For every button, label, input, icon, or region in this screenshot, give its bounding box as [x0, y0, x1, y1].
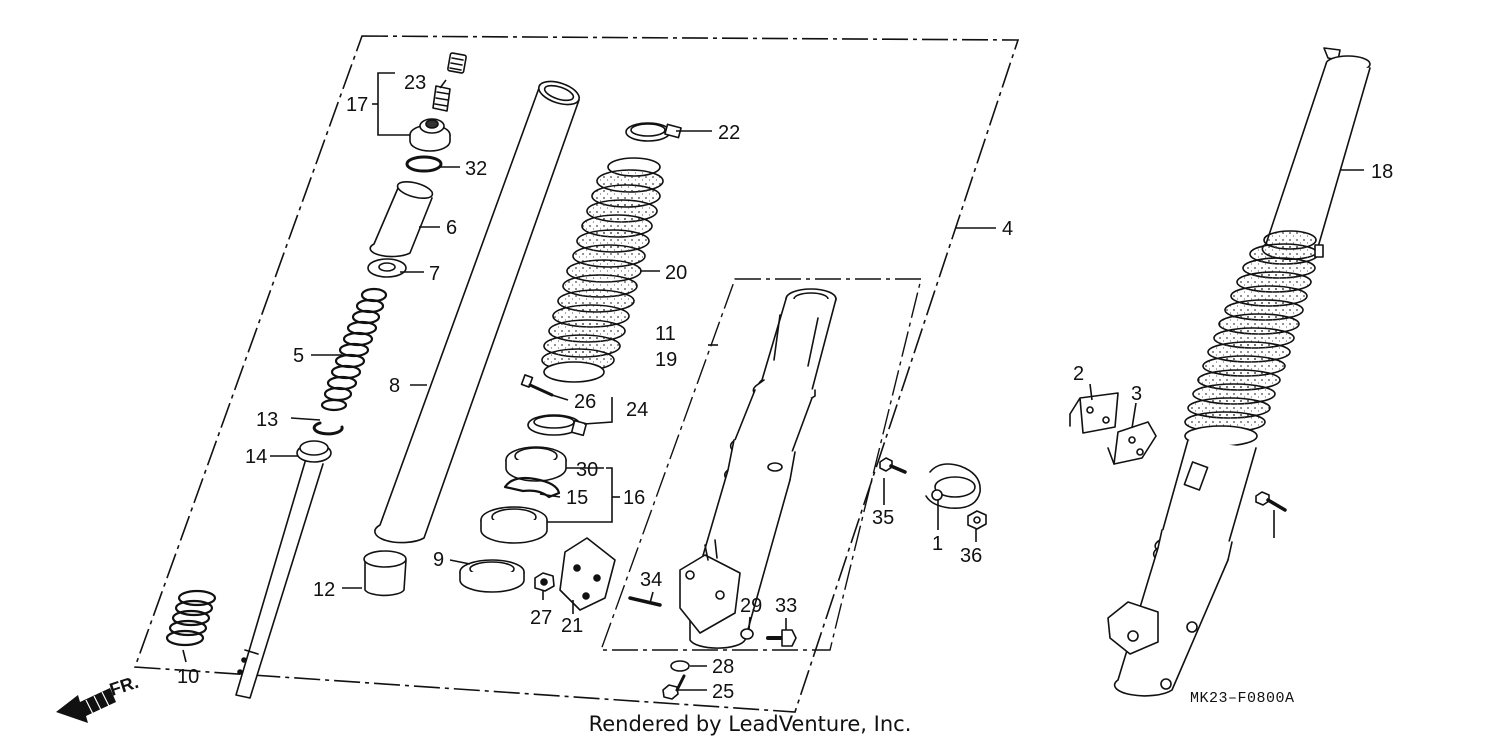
callout-1: 1 [932, 533, 943, 555]
part-13-piston-ring [312, 421, 344, 436]
part-17-oil-seal [480, 506, 548, 544]
part-24-bolt [432, 52, 467, 112]
part-6-spacer [369, 180, 434, 258]
callout-32: 33 [775, 595, 797, 617]
part-1-clamp [925, 463, 981, 509]
callout-33: 34 [640, 569, 662, 591]
part-code-label: MK23–F0800A [1190, 690, 1295, 707]
callout-26: 26 [574, 391, 596, 413]
callout-30: 30 [576, 459, 598, 481]
callout-21: 22 [718, 122, 740, 144]
callout-8: 8 [389, 375, 400, 397]
part-3-bracket [1107, 421, 1157, 465]
part-30-dust-seal [505, 446, 567, 482]
part-33-stud [628, 596, 662, 607]
part-28-washer [670, 660, 690, 672]
callout-28: 28 [712, 656, 734, 678]
part-15-stopper-ring [503, 476, 561, 499]
callout-34: 35 [872, 507, 894, 529]
callout-7: 7 [429, 263, 440, 285]
front-direction-label: FR. [107, 672, 141, 700]
part-5-fork-spring [320, 287, 388, 412]
part-10-rebound-spring [165, 589, 217, 647]
part-7-washer [367, 258, 407, 278]
part-21-boot-clamp [625, 122, 682, 142]
slider-subframe [600, 278, 922, 651]
part-20-fork-boot [541, 157, 664, 383]
callout-15: 15 [566, 487, 588, 509]
callout-5: 5 [293, 345, 304, 367]
callout-3: 3 [1131, 383, 1142, 405]
callout-24: 23 [404, 72, 426, 94]
callout-13: 13 [256, 409, 278, 431]
part-18-fork-assembly [1107, 47, 1371, 697]
callout-numbers: 23 17 32 6 7 5 8 13 14 9 12 10 22 20 26 … [177, 72, 1393, 703]
callout-20: 20 [665, 262, 687, 284]
part-16-fork-cap [409, 118, 451, 152]
callout-11: 11 [655, 323, 676, 345]
callout-4: 4 [1002, 218, 1013, 240]
callout-12: 12 [313, 579, 335, 601]
part-2-bracket [1069, 392, 1119, 434]
callout-25: 25 [712, 681, 734, 703]
callout-18: 18 [1371, 161, 1393, 183]
part-25-drain-bolt [662, 674, 686, 700]
callout-23: 21 [561, 615, 583, 637]
leader-lines [182, 72, 1364, 691]
assembly-frame [133, 35, 1020, 713]
part-12-bushing [363, 550, 407, 597]
callout-16: 17 [346, 94, 368, 116]
part-11-19-fork-slider [679, 288, 837, 649]
part-35-nut [967, 510, 987, 530]
callout-31: 32 [465, 158, 487, 180]
callout-19: 19 [655, 349, 677, 371]
callout-10: 10 [177, 666, 199, 688]
callout-14: 14 [245, 446, 267, 468]
callout-35: 36 [960, 545, 982, 567]
callout-17: 16 [623, 487, 645, 509]
callout-6: 6 [446, 217, 457, 239]
callout-9: 9 [433, 549, 444, 571]
part-26-screw [520, 374, 554, 397]
footer-credit-text: Rendered by LeadVenture, Inc. [588, 712, 912, 736]
part-32-bolt [766, 629, 797, 647]
part-29-washer [740, 628, 754, 640]
part-8-fork-tube [374, 80, 581, 544]
part-36-bolt [1255, 491, 1287, 512]
part-22-lower-clamp [527, 414, 588, 437]
footer-credit: Rendered by LeadVenture, Inc. [0, 712, 1500, 736]
part-14-damper-rod [235, 440, 332, 699]
callout-29: 29 [740, 595, 762, 617]
part-9-seal [459, 559, 525, 593]
part-34-bolt [879, 457, 907, 474]
callout-22: 24 [626, 399, 648, 421]
part-27-nut [534, 572, 555, 592]
callout-2: 2 [1073, 363, 1084, 385]
part-23-cover [559, 537, 616, 611]
callout-27: 27 [530, 607, 552, 629]
part-31-o-ring [405, 155, 443, 173]
